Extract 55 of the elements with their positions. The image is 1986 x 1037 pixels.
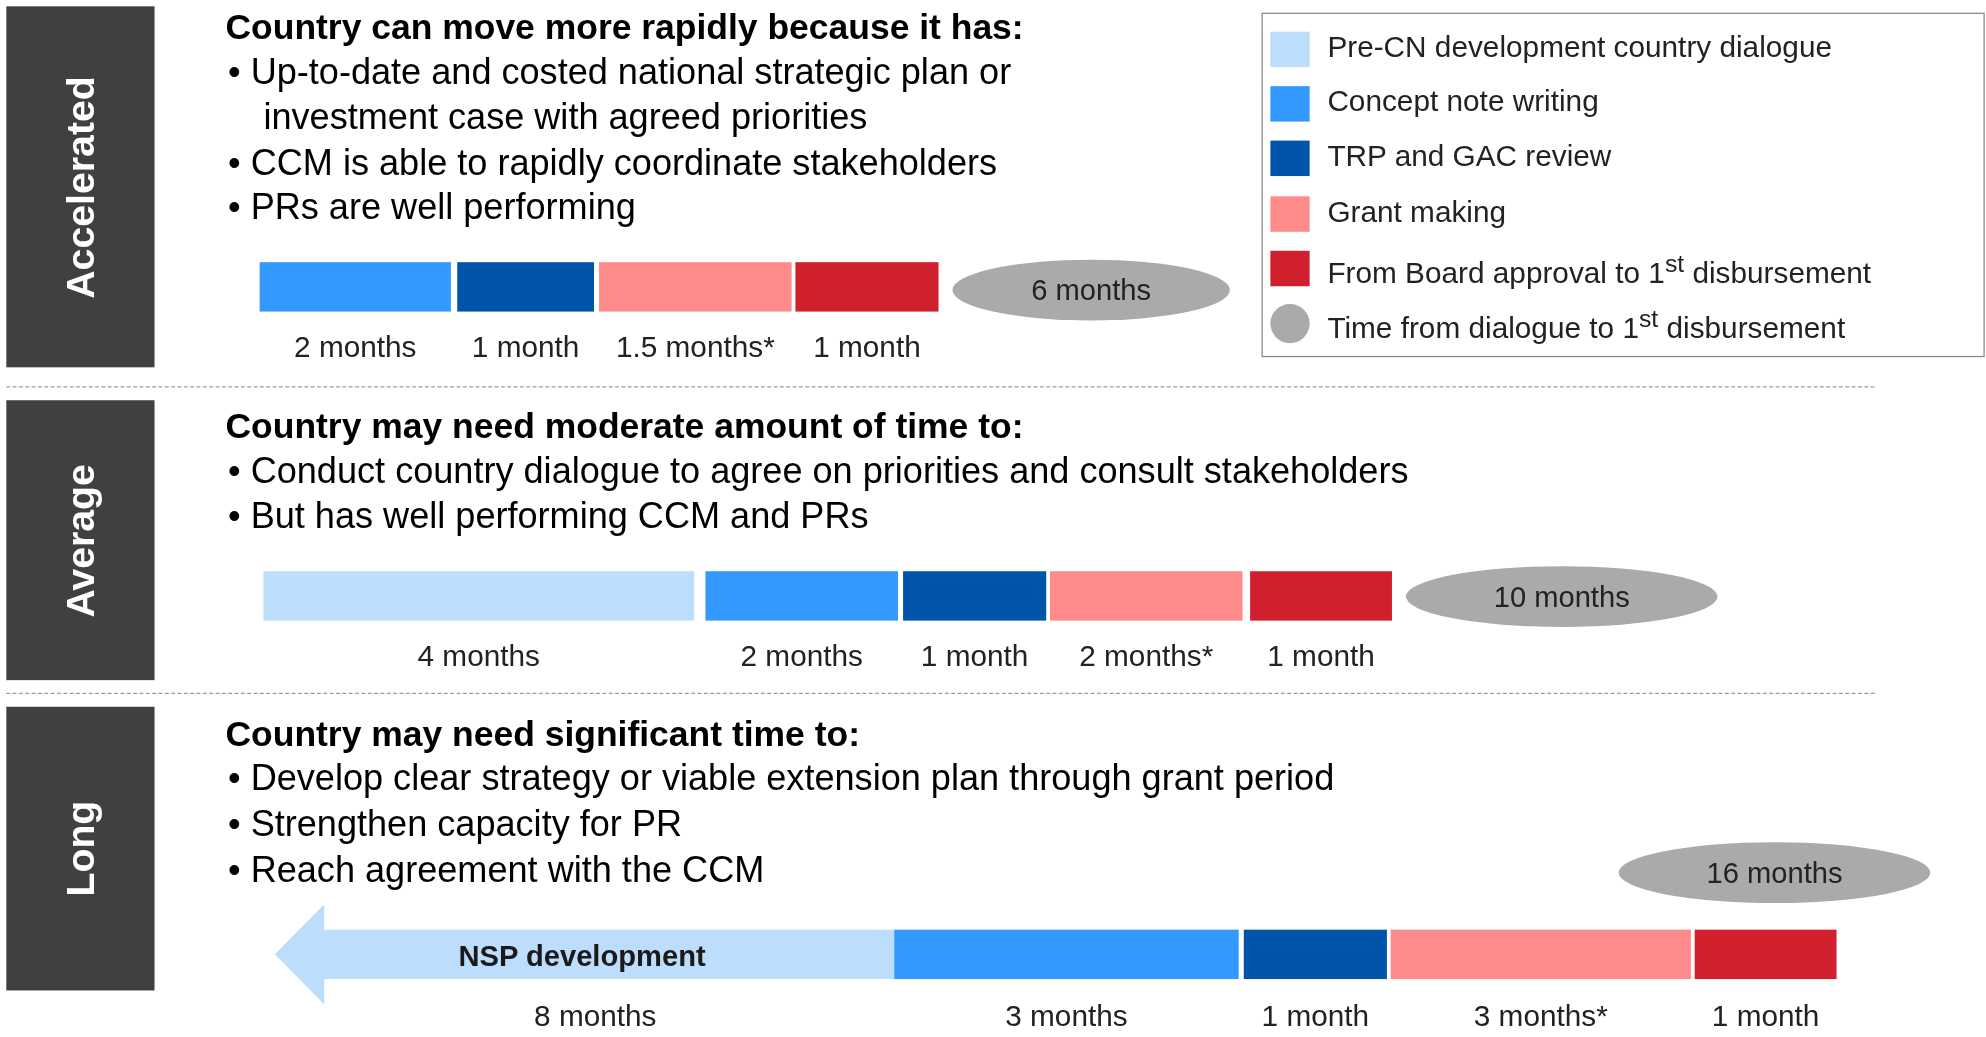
timeline-bar	[705, 571, 898, 621]
timeline-bar	[263, 571, 695, 621]
bullet-item: • PRs are well performing	[228, 185, 636, 229]
legend-text: Pre-CN development country dialogue	[1327, 30, 1832, 65]
timeline-bar	[1390, 929, 1691, 980]
legend-text: Time from dialogue to 1$^{st}$ disbursement	[1327, 304, 1846, 346]
row-label-band	[6, 706, 155, 991]
duration-label: 1 month	[1261, 999, 1370, 1034]
row-label: Long	[57, 800, 103, 897]
duration-label: 3 months*	[1473, 999, 1608, 1034]
backward-arrow	[274, 904, 895, 1005]
legend-text: Concept note writing	[1327, 85, 1599, 120]
bullet-item: • CCM is able to rapidly coordinate stakeholders	[228, 140, 998, 185]
row-label-band	[6, 6, 155, 368]
bullet-item: • Conduct country dialogue to agree on priorities and consult stakeholders	[228, 448, 1409, 493]
duration-label: 1 month	[471, 330, 580, 365]
timeline-bar	[894, 929, 1239, 980]
bullet-item: • But has well performing CCM and PRs	[228, 494, 869, 538]
duration-label: 1.5 months*	[615, 330, 775, 365]
total-time-ellipse: 16 months	[1618, 842, 1931, 904]
section-heading: Country may need moderate amount of time to:	[225, 406, 1024, 448]
duration-label: 1 month	[920, 639, 1029, 674]
timeline-bar	[457, 262, 595, 312]
duration-label: 8 months	[534, 999, 657, 1034]
duration-label: 2 months*	[1079, 639, 1214, 674]
total-time-ellipse: 10 months	[1405, 566, 1718, 627]
duration-label: 1 month	[1267, 639, 1375, 674]
timeline-bar	[1694, 929, 1837, 980]
bullet-item: • Develop clear strategy or viable extension plan through grant period	[228, 756, 1335, 800]
row-label: Average	[57, 463, 103, 617]
duration-label: 1 month	[813, 330, 921, 365]
duration-label: 2 months	[294, 330, 417, 365]
timeline-bar	[1243, 929, 1387, 980]
timeline-bar	[599, 262, 792, 312]
legend-text: Grant making	[1327, 194, 1507, 229]
legend-text: From Board approval to 1$^{st}$ disbursement	[1327, 249, 1872, 291]
arrow-label: NSP development	[458, 939, 706, 974]
timeline-bar	[903, 571, 1047, 621]
timeline-bar	[259, 262, 451, 312]
total-time-ellipse: 6 months	[952, 259, 1230, 321]
duration-label: 3 months	[1005, 999, 1128, 1034]
row-label: Accelerated	[57, 75, 103, 299]
timeline-bar	[1050, 571, 1243, 621]
bullet-item: • Reach agreement with the CCM	[228, 847, 765, 892]
timeline-bar	[1250, 571, 1392, 621]
legend-text: TRP and GAC review	[1327, 139, 1612, 174]
timeline-bar	[795, 262, 939, 312]
duration-label: 1 month	[1711, 999, 1820, 1034]
section-heading: Country may need significant time to:	[225, 714, 860, 755]
bullet-item: • Up-to-date and costed national strategic plan or investment case with agreed priorities	[228, 49, 1013, 139]
duration-label: 4 months	[417, 639, 540, 674]
bullet-item: • Strengthen capacity for PR	[228, 802, 683, 846]
section-heading: Country can move more rapidly because it has:	[225, 7, 1024, 49]
duration-label: 2 months	[740, 639, 863, 674]
row-label-band	[6, 400, 155, 681]
